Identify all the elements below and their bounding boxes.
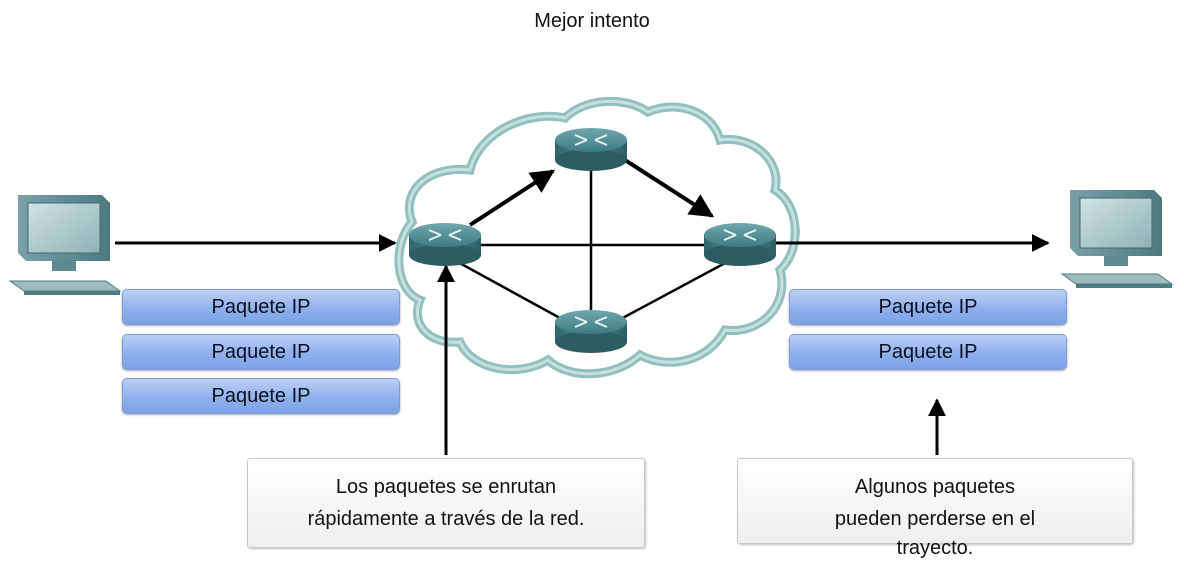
packet-ip: Paquete IP bbox=[789, 334, 1067, 370]
callout-packet-loss: Algunos paquetes pueden perderse en el t… bbox=[737, 458, 1133, 559]
callout-routing-line: rápidamente a través de la red. bbox=[307, 508, 585, 530]
path-arrow-top-right bbox=[623, 158, 715, 218]
packet-ip: Paquete IP bbox=[789, 289, 1067, 325]
packet-ip: Paquete IP bbox=[122, 378, 400, 414]
router-icon bbox=[409, 223, 481, 266]
callout-loss-line: pueden perderse en el bbox=[834, 508, 1036, 530]
diagram-title: Mejor intento bbox=[534, 10, 650, 32]
packet-ip: Paquete IP bbox=[122, 334, 400, 370]
callout-loss-line: trayecto. bbox=[896, 537, 974, 559]
computer-icon bbox=[1060, 190, 1174, 288]
computer-icon bbox=[8, 195, 122, 295]
router-icon bbox=[555, 128, 627, 171]
cloud-icon bbox=[394, 96, 800, 379]
router-icon bbox=[704, 223, 776, 266]
callout-routing: Los paquetes se enrutan rápidamente a tr… bbox=[247, 458, 645, 548]
router-icon bbox=[555, 310, 627, 353]
packet-ip: Paquete IP bbox=[122, 289, 400, 325]
callout-routing-line: Los paquetes se enrutan bbox=[335, 476, 557, 498]
path-arrow-left-top bbox=[468, 169, 556, 227]
callout-loss-line: Algunos paquetes bbox=[854, 476, 1016, 498]
routed-path bbox=[468, 158, 715, 227]
